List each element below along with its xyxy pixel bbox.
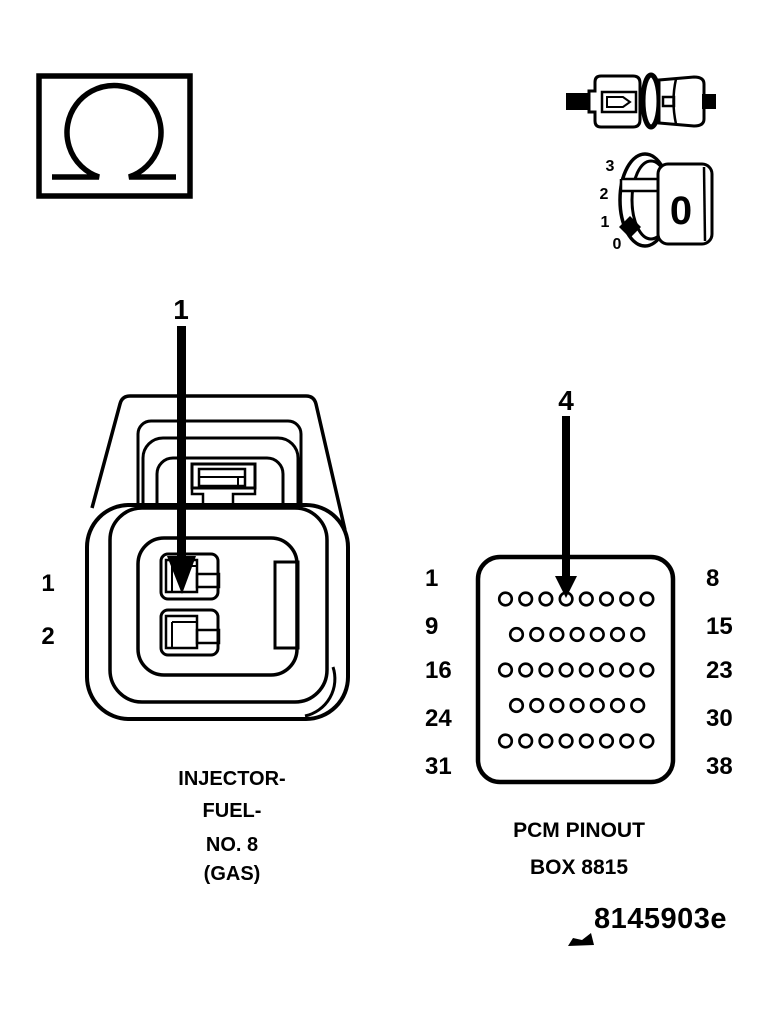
pcm-pin (619, 591, 635, 607)
direction-flag-icon (568, 933, 594, 946)
injector-caption-line-1: INJECTOR- (178, 768, 286, 790)
dial-scale-1: 1 (601, 214, 610, 231)
pcm-row-end-label-8: 8 (706, 565, 720, 592)
female-connector-body (657, 75, 706, 128)
pcm-pin (630, 697, 646, 714)
pcm-pin (598, 733, 615, 749)
pcm-pin (538, 733, 554, 749)
pcm-pin (497, 733, 514, 749)
pcm-pin (578, 733, 594, 749)
pcm-row-end-label-38: 38 (706, 753, 733, 780)
terminal-cavity-1 (159, 552, 221, 601)
dial-index-marker (619, 216, 641, 238)
pcm-pin (549, 626, 565, 643)
terminal-cavity-2 (159, 608, 221, 657)
male-connector-body (587, 74, 642, 129)
pcm-pin (619, 662, 635, 678)
pcm-row-end-label-23: 23 (706, 657, 733, 684)
pcm-pin (630, 626, 646, 643)
pcm-pin (589, 626, 605, 643)
pcm-row-start-label-9: 9 (425, 613, 439, 640)
dial-scale-0: 0 (613, 236, 622, 253)
pcm-pin (538, 662, 554, 678)
injector-pin-label-2: 2 (41, 623, 55, 650)
pcm-pin (639, 733, 655, 749)
wire-stub-right (702, 94, 716, 109)
connector-index-dial-icon: 0 3 2 1 0 (600, 152, 714, 253)
pcm-pin (497, 662, 514, 678)
pcm-pin (578, 591, 594, 607)
injector-caption-line-3: NO. 8 (205, 834, 259, 856)
pcm-pin (639, 662, 655, 678)
pcm-pin (569, 626, 585, 643)
injector-callout-number: 1 (173, 294, 189, 325)
pcm-pin (609, 626, 626, 643)
drawing-number: 8145903e (594, 903, 728, 935)
pcm-callout-number: 4 (558, 385, 574, 416)
pcm-row-start-label-1: 1 (425, 565, 439, 592)
pcm-pin (518, 733, 534, 749)
pcm-pin (529, 697, 545, 714)
pcm-pin (518, 591, 534, 607)
dial-scale-2: 2 (600, 186, 609, 203)
connector-keyway-slot (273, 560, 300, 650)
pcm-pin (609, 697, 626, 714)
dial-scale-3: 3 (606, 158, 615, 175)
pcm-pin (578, 662, 594, 678)
injector-caption-line-4: (GAS) (203, 863, 261, 885)
callout-1-arrow (167, 326, 196, 594)
pcm-pin (558, 662, 574, 678)
pcm-pinout-box-drawing (475, 554, 676, 785)
pcm-caption-line-2: BOX 8815 (529, 856, 629, 879)
injector-caption-line-2: FUEL- (202, 800, 262, 822)
injector-connector-drawing (85, 394, 350, 721)
pcm-pin (497, 591, 514, 607)
pcm-pin-grid (497, 591, 655, 749)
wire-stub-left (566, 93, 594, 110)
pcm-pin (598, 662, 615, 678)
connector-latch (190, 462, 257, 507)
pcm-pin (589, 697, 605, 714)
pcm-pin (558, 733, 574, 749)
pcm-row-end-label-15: 15 (706, 613, 733, 640)
pcm-row-start-label-16: 16 (425, 657, 452, 684)
pcm-pin (639, 591, 655, 607)
pcm-pin (508, 697, 525, 714)
pcm-pin (538, 591, 554, 607)
pcm-pin (508, 626, 525, 643)
pcm-pin (569, 697, 585, 714)
omega-symbol-icon (36, 73, 193, 199)
dial-key-face (656, 162, 714, 246)
pcm-pin (619, 733, 635, 749)
pcm-caption-line-1: PCM PINOUT (513, 819, 645, 842)
pcm-row-end-label-30: 30 (706, 705, 733, 732)
injector-pin-label-1: 1 (41, 570, 55, 597)
dial-window-value: 0 (670, 189, 692, 233)
pcm-pin (598, 591, 615, 607)
connector-seal-ring (640, 72, 662, 130)
callout-4-arrow (555, 416, 577, 598)
pcm-pin (529, 626, 545, 643)
inline-connector-icon (566, 72, 716, 130)
pcm-row-start-label-24: 24 (425, 705, 452, 732)
pcm-row-start-label-31: 31 (425, 753, 452, 780)
pcm-pin (518, 662, 534, 678)
pcm-pin (549, 697, 565, 714)
